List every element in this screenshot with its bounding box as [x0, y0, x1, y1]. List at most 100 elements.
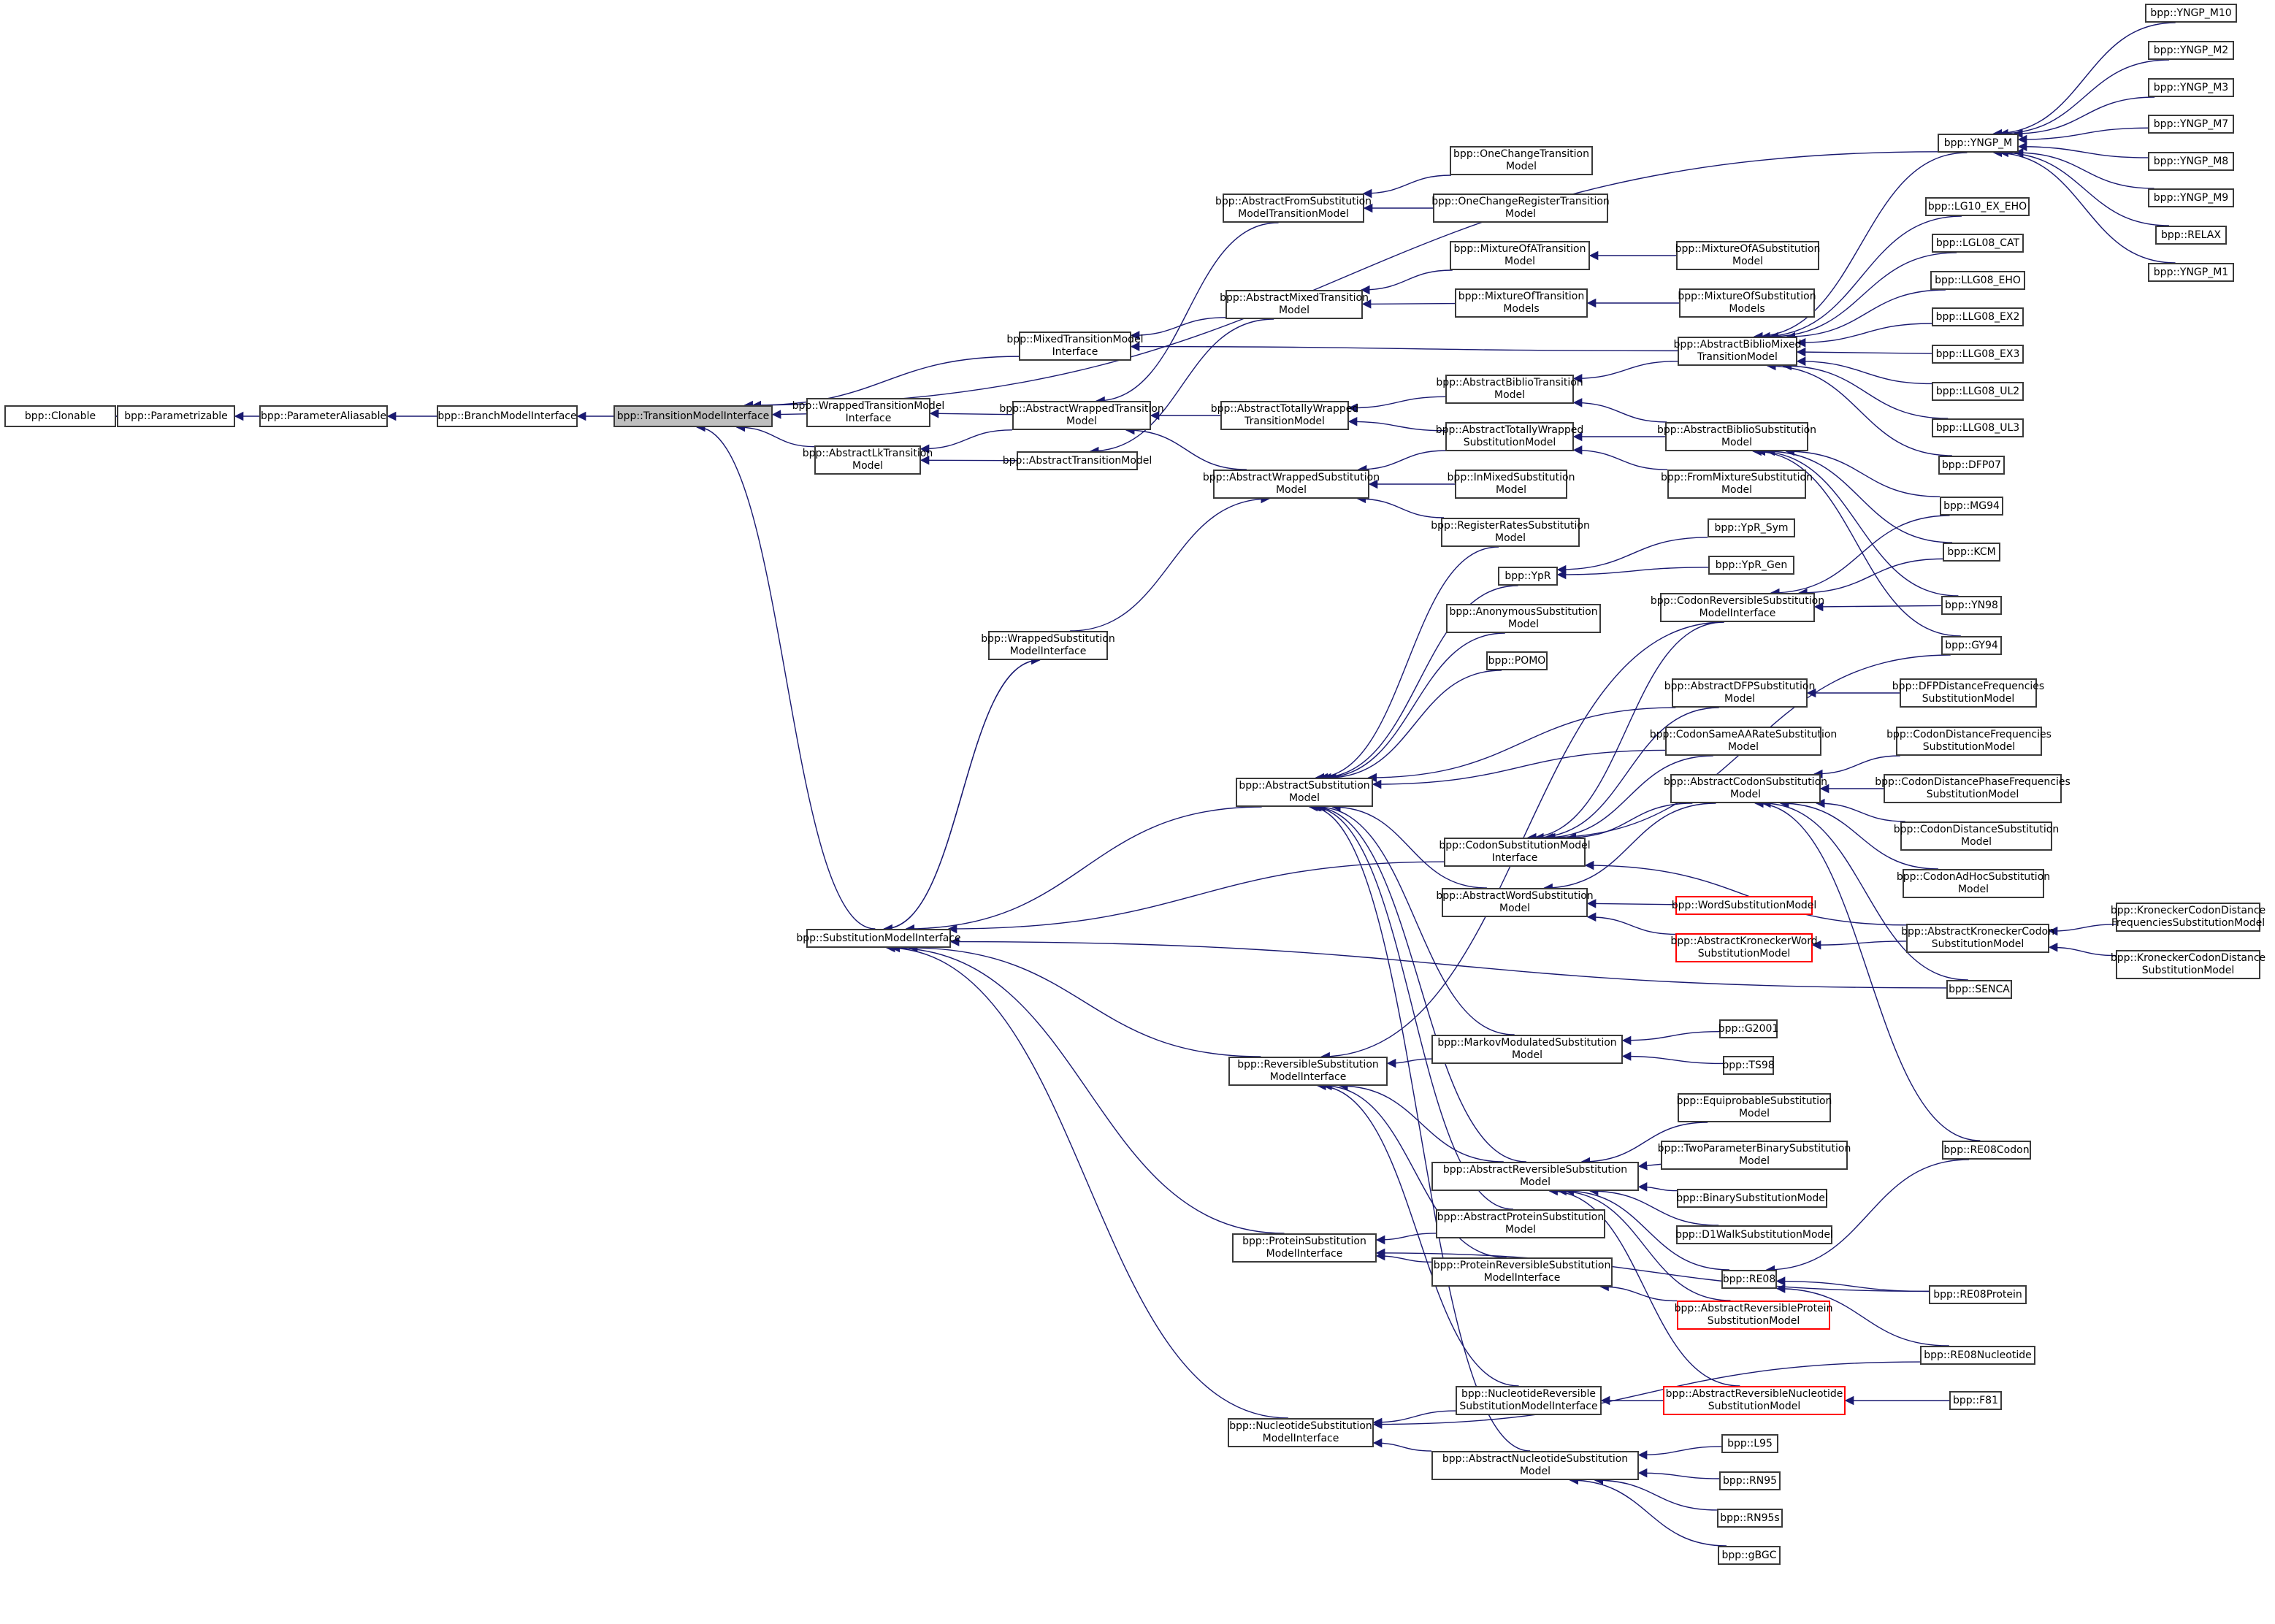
node-yngp-m8[interactable]: bpp::YNGP_M8 [2148, 152, 2234, 171]
node-yngp-m3[interactable]: bpp::YNGP_M3 [2148, 78, 2234, 97]
node-word-substitution-model[interactable]: bpp::WordSubstitutionModel [1672, 896, 1816, 915]
node-yn98[interactable]: bpp::YN98 [1941, 596, 2002, 615]
node-kcm[interactable]: bpp::KCM [1943, 543, 2000, 562]
node-re08protein[interactable]: bpp::RE08Protein [1929, 1285, 2027, 1304]
node-kronecker-codon-distance-substitution-model[interactable]: bpp::KroneckerCodonDistance Substitution… [2111, 950, 2266, 979]
node-reversible-substitution-model-interface[interactable]: bpp::ReversibleSubstitution ModelInterfa… [1228, 1057, 1388, 1086]
node-mixture-of-a-substitution-model[interactable]: bpp::MixtureOfASubstitution Model [1675, 241, 1820, 270]
node-from-mixture-substitution-model[interactable]: bpp::FromMixtureSubstitution Model [1661, 470, 1813, 499]
node-abstract-codon-substitution-model[interactable]: bpp::AbstractCodonSubstitution Model [1664, 774, 1827, 803]
node-l95[interactable]: bpp::L95 [1721, 1434, 1778, 1453]
node-abstract-mixed-transition-model[interactable]: bpp::AbstractMixedTransition Model [1220, 290, 1369, 319]
node-abstract-kronecker-codon-substitution-model[interactable]: bpp::AbstractKroneckerCodon Substitution… [1901, 924, 2054, 953]
node-wrapped-substitution-model-interface[interactable]: bpp::WrappedSubstitution ModelInterface [981, 631, 1115, 660]
node-abstract-reversible-protein-substitution-model[interactable]: bpp::AbstractReversibleProtein Substitut… [1675, 1301, 1832, 1330]
node-two-parameter-binary-substitution-model[interactable]: bpp::TwoParameterBinarySubstitution Mode… [1658, 1141, 1851, 1170]
node-senca[interactable]: bpp::SENCA [1946, 980, 2012, 999]
node-codon-substitution-model-interface[interactable]: bpp::CodonSubstitutionModel Interface [1439, 838, 1591, 867]
node-equiprobable-substitution-model[interactable]: bpp::EquiprobableSubstitution Model [1677, 1093, 1832, 1122]
node-llg08-ex3[interactable]: bpp::LLG08_EX3 [1932, 345, 2024, 364]
node-abstract-totally-wrapped-transition-model[interactable]: bpp::AbstractTotallyWrapped TransitionMo… [1211, 401, 1358, 430]
node-abstract-biblio-substitution-model[interactable]: bpp::AbstractBiblioSubstitution Model [1657, 422, 1816, 451]
node-ts98[interactable]: bpp::TS98 [1722, 1056, 1775, 1075]
node-abstract-from-substitution-model[interactable]: bpp::AbstractFromSubstitution ModelTrans… [1215, 194, 1372, 223]
node-codon-distance-frequencies-substitution-model[interactable]: bpp::CodonDistanceFrequencies Substituti… [1886, 727, 2052, 756]
node-abstract-protein-substitution-model[interactable]: bpp::AbstractProteinSubstitution Model [1436, 1209, 1605, 1238]
node-g2001[interactable]: bpp::G2001 [1718, 1019, 1778, 1038]
node-relax[interactable]: bpp::RELAX [2155, 226, 2227, 245]
node-one-change-register-transition-model[interactable]: bpp::OneChangeRegisterTransition Model [1431, 194, 1610, 223]
node-transition-model-interface[interactable]: bpp::TransitionModelInterface [613, 405, 773, 427]
node-abstract-dfp-substitution-model[interactable]: bpp::AbstractDFPSubstitution Model [1664, 678, 1815, 708]
node-in-mixed-substitution-model[interactable]: bpp::InMixedSubstitution Model [1448, 470, 1575, 499]
node-llg08-eho[interactable]: bpp::LLG08_EHO [1930, 271, 2025, 290]
node-pomo[interactable]: bpp::POMO [1486, 651, 1548, 670]
node-protein-reversible-substitution-model-interface[interactable]: bpp::ProteinReversibleSubstitution Model… [1431, 1257, 1613, 1287]
node-binary-substitution-model[interactable]: bpp::BinarySubstitutionModel [1676, 1189, 1828, 1208]
node-parametrizable[interactable]: bpp::Parametrizable [117, 405, 235, 427]
node-rn95s[interactable]: bpp::RN95s [1717, 1509, 1783, 1528]
node-wrapped-transition-model-interface[interactable]: bpp::WrappedTransitionModel Interface [792, 398, 944, 427]
node-abstract-reversible-nucleotide-substitution-model[interactable]: bpp::AbstractReversibleNucleotide Substi… [1663, 1386, 1846, 1415]
node-gbgc[interactable]: bpp::gBGC [1718, 1546, 1781, 1565]
node-abstract-substitution-model[interactable]: bpp::AbstractSubstitution Model [1236, 778, 1373, 807]
node-re08codon[interactable]: bpp::RE08Codon [1942, 1141, 2031, 1160]
node-lgl08-cat[interactable]: bpp::LGL08_CAT [1932, 234, 2024, 253]
node-abstract-wrapped-substitution-model[interactable]: bpp::AbstractWrappedSubstitution Model [1203, 470, 1380, 499]
node-yngp-m7[interactable]: bpp::YNGP_M7 [2148, 115, 2234, 134]
node-ypr[interactable]: bpp::YpR [1498, 567, 1558, 586]
node-d1walk-substitution-model[interactable]: bpp::D1WalkSubstitutionModel [1675, 1225, 1833, 1244]
node-mixture-of-substitution-models[interactable]: bpp::MixtureOfSubstitution Models [1678, 288, 1816, 318]
node-abstract-lk-transition-model[interactable]: bpp::AbstractLkTransition Model [803, 445, 933, 475]
node-kronecker-codon-distance-frequencies-substitution-model[interactable]: bpp::KroneckerCodonDistance FrequenciesS… [2111, 903, 2266, 932]
node-register-rates-substitution-model[interactable]: bpp::RegisterRatesSubstitution Model [1431, 518, 1590, 547]
node-dfp-distance-frequencies-substitution-model[interactable]: bpp::DFPDistanceFrequencies Substitution… [1892, 678, 2044, 708]
node-dfp07[interactable]: bpp::DFP07 [1938, 456, 2005, 475]
node-abstract-word-substitution-model[interactable]: bpp::AbstractWordSubstitution Model [1436, 888, 1594, 917]
node-protein-substitution-model-interface[interactable]: bpp::ProteinSubstitution ModelInterface [1232, 1233, 1377, 1263]
node-codon-adhoc-substitution-model[interactable]: bpp::CodonAdHocSubstitution Model [1897, 869, 2050, 898]
node-gy94[interactable]: bpp::GY94 [1941, 636, 2002, 655]
node-abstract-biblio-mixed-transition-model[interactable]: bpp::AbstractBiblioMixed TransitionModel [1674, 337, 1801, 366]
node-abstract-reversible-substitution-model[interactable]: bpp::AbstractReversibleSubstitution Mode… [1431, 1162, 1639, 1191]
node-mixed-transition-model-interface[interactable]: bpp::MixedTransitionModel Interface [1006, 332, 1144, 361]
node-yngp-m1[interactable]: bpp::YNGP_M1 [2148, 263, 2234, 282]
node-lg10-ex-eho[interactable]: bpp::LG10_EX_EHO [1925, 197, 2030, 216]
node-mixture-of-a-transition-model[interactable]: bpp::MixtureOfATransition Model [1450, 241, 1590, 270]
node-yngp-m2[interactable]: bpp::YNGP_M2 [2148, 41, 2234, 60]
node-mg94[interactable]: bpp::MG94 [1940, 497, 2003, 516]
node-abstract-transition-model[interactable]: bpp::AbstractTransitionModel [1003, 451, 1152, 470]
node-llg08-ul2[interactable]: bpp::LLG08_UL2 [1932, 382, 2024, 401]
edge-wrappedsubstiface-to-substiface [883, 659, 1040, 934]
node-yngp-m[interactable]: bpp::YNGP_M [1938, 134, 2019, 153]
node-re08nucleotide[interactable]: bpp::RE08Nucleotide [1920, 1346, 2035, 1365]
node-ypr-gen[interactable]: bpp::YpR_Gen [1708, 556, 1794, 575]
node-abstract-kronecker-word-substitution-model[interactable]: bpp::AbstractKroneckerWord SubstitutionM… [1670, 933, 1818, 962]
node-abstract-biblio-transition-model[interactable]: bpp::AbstractBiblioTransition Model [1436, 375, 1583, 404]
node-llg08-ul3[interactable]: bpp::LLG08_UL3 [1932, 418, 2024, 437]
node-abstract-totally-wrapped-substitution-model[interactable]: bpp::AbstractTotallyWrapped Substitution… [1436, 422, 1583, 451]
node-one-change-transition-model[interactable]: bpp::OneChangeTransition Model [1450, 146, 1593, 175]
node-codon-reversible-substitution-model-interface[interactable]: bpp::CodonReversibleSubstitution ModelIn… [1651, 593, 1824, 622]
node-rn95[interactable]: bpp::RN95 [1719, 1471, 1781, 1490]
node-anonymous-substitution-model[interactable]: bpp::AnonymousSubstitution Model [1446, 604, 1601, 633]
node-nucleotide-substitution-model-interface[interactable]: bpp::NucleotideSubstitution ModelInterfa… [1228, 1418, 1374, 1447]
node-abstract-wrapped-transition-model[interactable]: bpp::AbstractWrappedTransition Model [999, 401, 1164, 430]
node-yngp-m9[interactable]: bpp::YNGP_M9 [2148, 188, 2234, 207]
node-markov-modulated-substitution-model[interactable]: bpp::MarkovModulatedSubstitution Model [1431, 1035, 1623, 1064]
node-f81[interactable]: bpp::F81 [1949, 1391, 2002, 1410]
node-nucleotide-reversible-substitution-model-interface[interactable]: bpp::NucleotideReversible SubstitutionMo… [1456, 1386, 1602, 1415]
node-abstract-nucleotide-substitution-model[interactable]: bpp::AbstractNucleotideSubstitution Mode… [1431, 1451, 1639, 1480]
node-mixture-of-transition-models[interactable]: bpp::MixtureOfTransition Models [1455, 288, 1588, 318]
node-codon-same-aa-rate-substitution-model[interactable]: bpp::CodonSameAARateSubstitution Model [1650, 727, 1837, 756]
node-ypr-sym[interactable]: bpp::YpR_Sym [1708, 518, 1795, 537]
node-re08[interactable]: bpp::RE08 [1721, 1270, 1777, 1289]
node-yngp-m10[interactable]: bpp::YNGP_M10 [2145, 4, 2237, 23]
node-codon-distance-phase-frequencies-substitution-model[interactable]: bpp::CodonDistancePhaseFrequencies Subst… [1875, 774, 2071, 803]
node-substitution-model-interface[interactable]: bpp::SubstitutionModelInterface [796, 929, 961, 948]
node-branch-model-interface[interactable]: bpp::BranchModelInterface [437, 405, 578, 427]
node-parameter-aliasable[interactable]: bpp::ParameterAliasable [259, 405, 388, 427]
node-clonable[interactable]: bpp::Clonable [4, 405, 116, 427]
node-codon-distance-substitution-model[interactable]: bpp::CodonDistanceSubstitution Model [1894, 821, 2059, 851]
node-llg08-ex2[interactable]: bpp::LLG08_EX2 [1932, 307, 2024, 326]
